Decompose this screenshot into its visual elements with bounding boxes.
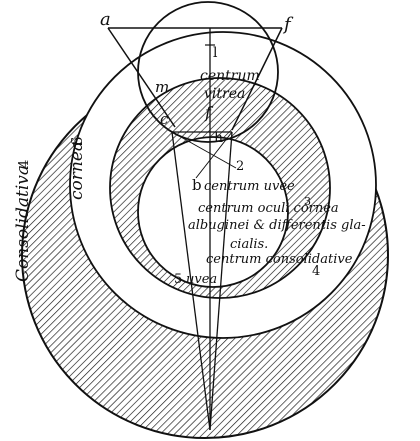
cone-left (171, 131, 211, 431)
line-c-2 (171, 131, 237, 169)
label-3: 3 (304, 195, 311, 208)
label-consolidativa: Consolidativa (13, 165, 33, 282)
label-4: 4 (312, 264, 320, 279)
label-centrum-consolidative: centrum consolidative (206, 252, 353, 267)
label-cornea: cornea (67, 141, 87, 200)
label-uvea: uvea (186, 272, 217, 287)
label-centrum-oculi-2: albuginei & differentis gla- (188, 218, 366, 233)
label-h: h (214, 130, 223, 146)
label-c: c (160, 110, 169, 128)
label-b: b (192, 176, 202, 194)
inner-circle (137, 136, 289, 288)
label-centrum-uvee: centrum uvee (204, 179, 295, 194)
label-f-top: f (282, 14, 294, 35)
label-cornea-num: 6 (68, 136, 86, 146)
label-consolidativa-num: 4 (17, 160, 32, 168)
label-m: m (155, 78, 169, 96)
line-b-h (195, 131, 233, 179)
label-l: l (213, 45, 218, 61)
label-centrum-vitrea-2: vitrea (204, 86, 245, 102)
label-centrum-vitrea-1: centrum (200, 68, 260, 84)
cone-right (209, 131, 233, 431)
line-f-h (231, 27, 283, 131)
label-centrum-oculi-3: cialis. (230, 237, 268, 252)
label-2: 2 (236, 159, 244, 174)
line-a-c (107, 27, 176, 128)
label-5: 5 (174, 272, 182, 287)
label-f-mid: f (204, 103, 214, 122)
label-a: a (100, 9, 111, 30)
label-centrum-oculi-1: centrum oculi cornea (198, 201, 339, 216)
